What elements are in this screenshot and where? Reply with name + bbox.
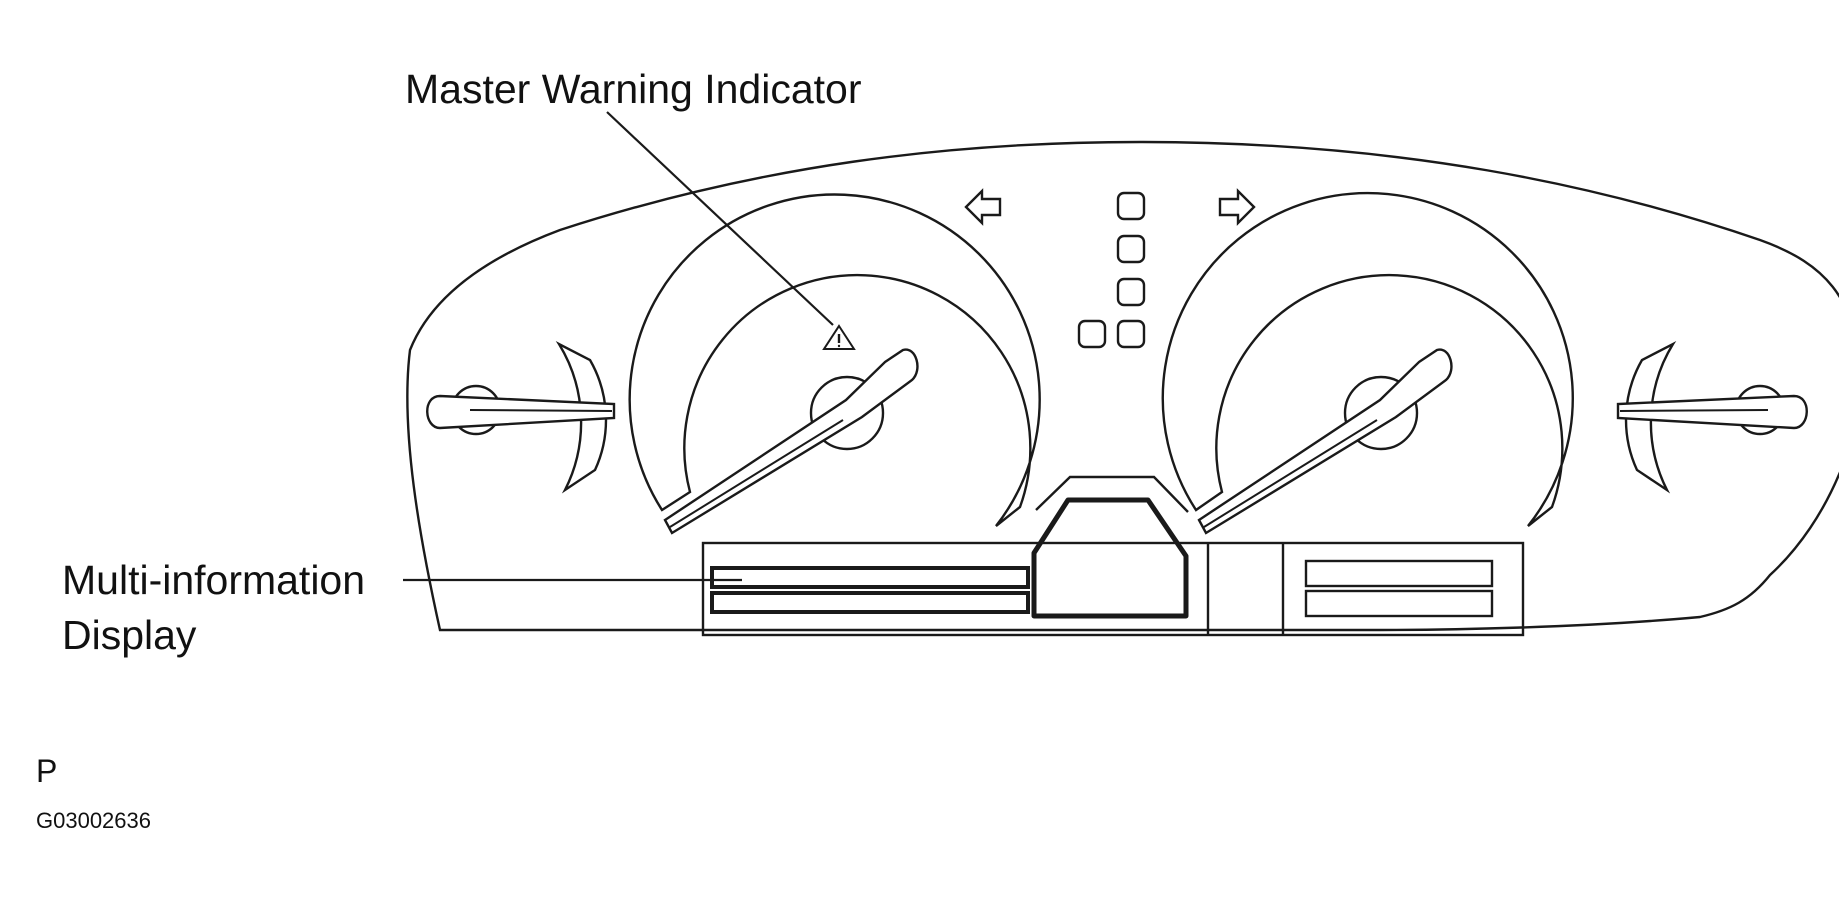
- indicator-lamp-1: [1116, 191, 1146, 221]
- odometer-window-1: [1304, 559, 1494, 588]
- multi-information-display-label-line1: Multi-information: [62, 557, 366, 603]
- figure-id: G03002636: [36, 808, 151, 833]
- section-code: P: [36, 753, 58, 789]
- temp-gauge-needle: [1616, 394, 1808, 430]
- multi-information-display-label-line2: Display: [62, 612, 197, 658]
- lower-display-panel: [701, 541, 1525, 637]
- speedometer-arc: [628, 193, 1041, 527]
- fuel-gauge-needle: [426, 394, 616, 430]
- multi-information-display-bar-1: [710, 566, 1030, 589]
- tachometer-needle: [1197, 348, 1453, 535]
- temp-gauge-arc: [1624, 340, 1677, 494]
- indicator-lamp-5: [1077, 319, 1107, 349]
- indicator-lamp-4: [1116, 319, 1146, 349]
- center-shift-window: [1031, 497, 1189, 619]
- speedometer-needle: [663, 348, 919, 535]
- multi-information-display-bar-2: [710, 591, 1030, 614]
- odometer-window-2: [1304, 589, 1494, 618]
- right-arrow-icon: [1218, 188, 1256, 226]
- warning-triangle-icon: [822, 324, 856, 350]
- master-warning-leader-line: [606, 111, 834, 326]
- indicator-lamp-2: [1116, 234, 1146, 264]
- fuel-gauge-arc: [555, 340, 608, 494]
- tachometer-arc: [1161, 191, 1574, 527]
- indicator-lamp-3: [1116, 277, 1146, 307]
- cluster-housing: [406, 140, 1839, 632]
- master-warning-indicator-label: Master Warning Indicator: [405, 66, 862, 112]
- left-arrow-icon: [964, 188, 1002, 226]
